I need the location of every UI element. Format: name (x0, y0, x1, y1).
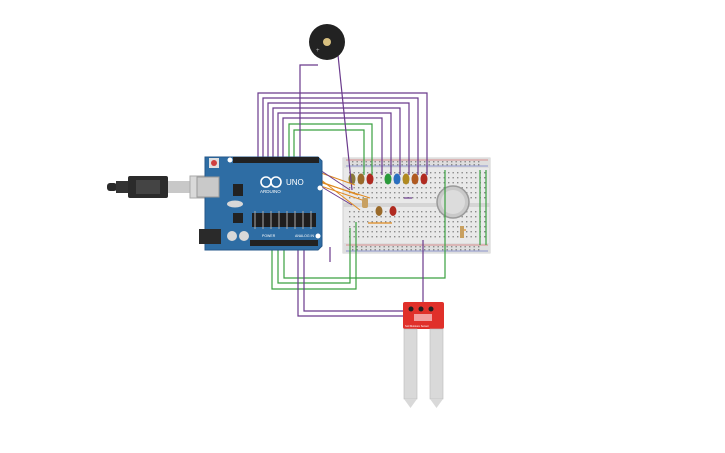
capacitor (227, 231, 237, 241)
led-6[interactable] (402, 173, 410, 185)
arduino-uno-board[interactable]: UNO ARDUINO POWER ANALOG IN (196, 156, 323, 251)
led-4[interactable] (384, 173, 392, 185)
buzzer-wire-1 (299, 64, 318, 160)
resistor-1[interactable] (362, 198, 368, 208)
usb-cable[interactable] (107, 175, 213, 199)
capacitor (239, 231, 249, 241)
resistor-2[interactable] (460, 226, 464, 238)
led-lower-1[interactable] (375, 206, 383, 216)
power-jack[interactable] (199, 229, 221, 244)
buzzer-wire-2 (337, 54, 353, 191)
led-lower-2[interactable] (389, 206, 397, 216)
uno-logo-text: UNO (286, 178, 304, 187)
led-7[interactable] (411, 173, 419, 185)
atmega-chip (252, 213, 316, 227)
soil-moisture-sensor[interactable]: Soil Moisture Sensor (403, 302, 444, 408)
sensor-label: Soil Moisture Sensor (405, 324, 429, 328)
digital-header[interactable] (233, 157, 319, 163)
led-2[interactable] (357, 173, 365, 185)
arduino-brand-text: ARDUINO (260, 189, 281, 194)
usb-port[interactable] (196, 176, 220, 198)
led-5[interactable] (393, 173, 401, 185)
buzzer-plus-mark: + (316, 48, 320, 54)
led-3[interactable] (366, 173, 374, 185)
piezo-buzzer[interactable]: + (309, 24, 345, 60)
power-header-label: POWER (262, 234, 276, 238)
led-row (348, 173, 428, 185)
analog-header-label: ANALOG IN (295, 234, 315, 238)
led-8[interactable] (420, 173, 428, 185)
wire-bundle-green (288, 123, 487, 245)
arduino-logo (260, 176, 282, 188)
wire-bottom-green (271, 170, 446, 290)
round-sensor[interactable] (436, 185, 470, 219)
power-analog-header[interactable] (250, 240, 318, 246)
crystal (227, 200, 243, 208)
